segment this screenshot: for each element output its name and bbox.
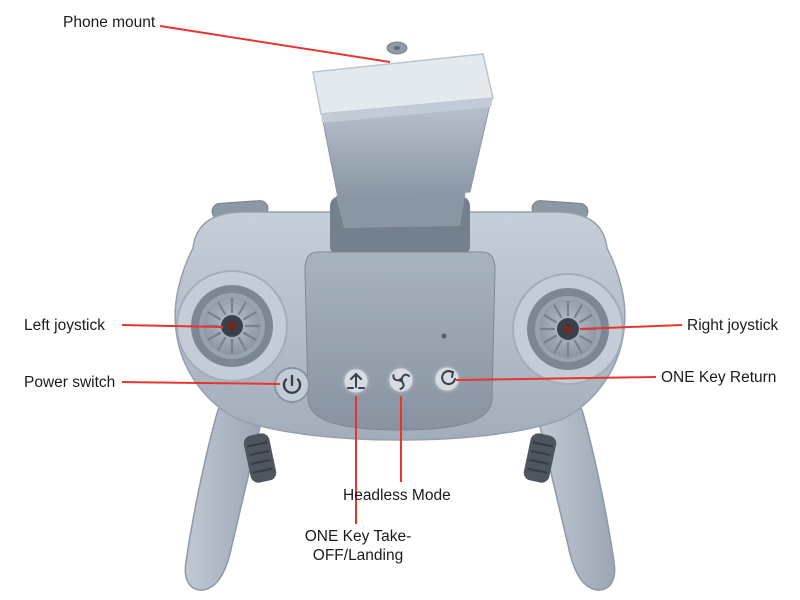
left-joystick-label: Left joystick bbox=[24, 317, 105, 334]
left-joystick-pointer-line bbox=[121, 324, 224, 328]
mount-lower-face bbox=[336, 190, 466, 228]
phone-mount-pointer-line bbox=[159, 25, 391, 63]
right-leg bbox=[537, 394, 616, 591]
right-joystick-label: Right joystick bbox=[687, 317, 779, 334]
phone-mount bbox=[312, 41, 494, 228]
power-icon bbox=[282, 374, 302, 394]
one-key-takeoff-landing-label: ONE Key Take-OFF/Landing bbox=[304, 528, 412, 565]
left-grip-pad bbox=[243, 433, 277, 483]
power-switch-button bbox=[274, 367, 310, 403]
indicator-dot bbox=[441, 333, 447, 339]
left-leg bbox=[184, 394, 263, 591]
power-switch-pointer-line bbox=[121, 381, 281, 385]
headless-mode-label: Headless Mode bbox=[343, 487, 451, 504]
right-grip-pad bbox=[523, 433, 557, 483]
return-icon bbox=[441, 370, 456, 386]
right-joystick bbox=[511, 272, 625, 386]
phone-mount-label: Phone mount bbox=[63, 14, 156, 31]
one-key-return-button bbox=[432, 364, 462, 394]
headless-mode-button bbox=[386, 365, 416, 395]
one-key-return-pointer-line bbox=[455, 376, 657, 381]
mount-front-lip bbox=[321, 98, 493, 123]
takeoff-landing-button bbox=[341, 366, 371, 396]
power-switch-label: Power switch bbox=[24, 374, 116, 391]
takeoff-icon bbox=[347, 372, 365, 389]
right-joystick-pointer-line bbox=[579, 324, 683, 330]
one-key-return-label: ONE Key Return bbox=[661, 369, 777, 386]
pointer-lines bbox=[121, 25, 683, 524]
